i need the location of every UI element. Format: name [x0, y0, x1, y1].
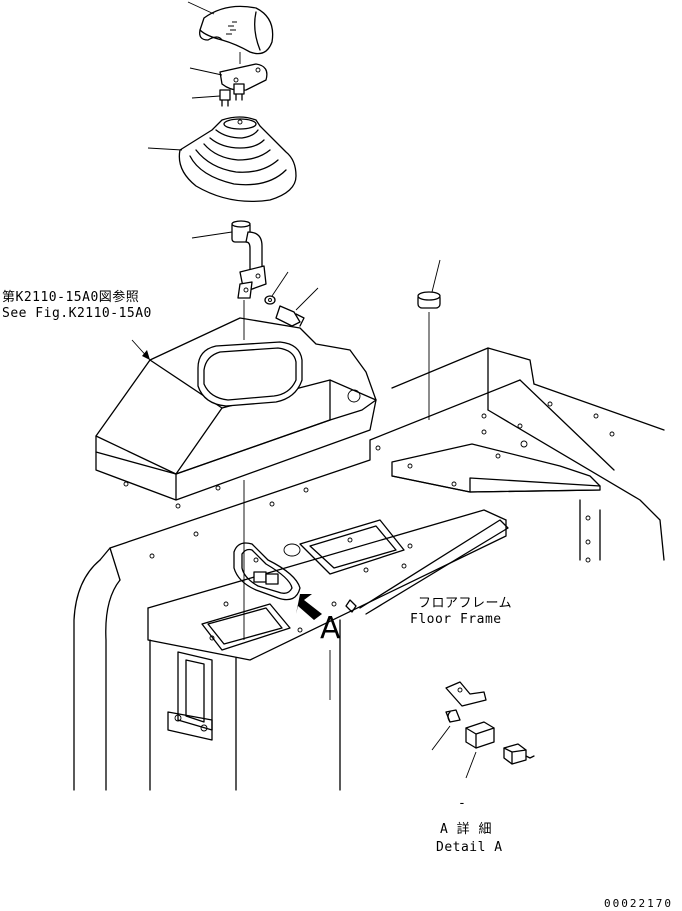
rubber-boot	[178, 116, 297, 203]
leader-washer	[271, 271, 289, 297]
console-cover	[95, 317, 377, 509]
leader-plate	[189, 67, 223, 76]
drawing-number: 00022170	[604, 897, 673, 910]
detail-label-en: Detail A	[436, 840, 503, 855]
bolt-pair	[219, 83, 245, 107]
view-arrow	[296, 594, 322, 620]
leader-boot	[147, 147, 183, 151]
lever-knob	[199, 5, 274, 55]
lever-assembly	[231, 220, 267, 299]
floor-frame-label-en: Floor Frame	[410, 612, 502, 627]
leader-bolt-2	[295, 287, 319, 311]
leader-nut	[191, 231, 233, 239]
reference-label-jp: 第K2110-15A0図参照	[2, 290, 140, 305]
leader-detail-2	[465, 751, 477, 779]
leader-knob	[187, 1, 215, 15]
leader-bolts	[191, 95, 221, 99]
reference-label-en: See Fig.K2110-15A0	[2, 306, 152, 321]
rubber-plug	[417, 291, 441, 309]
view-marker-label: A	[320, 611, 341, 646]
detail-label-jp: A 詳 細	[440, 822, 492, 837]
switch-bracket	[233, 542, 301, 601]
leader-detail-1	[431, 725, 451, 751]
detail-dash: -	[458, 796, 467, 811]
mounting-plate	[219, 63, 268, 92]
floor-frame	[73, 347, 665, 791]
leader-plug	[431, 259, 441, 293]
washer-and-bolt	[264, 295, 305, 327]
arrow-head-cover	[142, 350, 150, 360]
detail-a-parts	[445, 681, 535, 765]
floor-frame-label-jp: フロアフレーム	[418, 596, 513, 611]
